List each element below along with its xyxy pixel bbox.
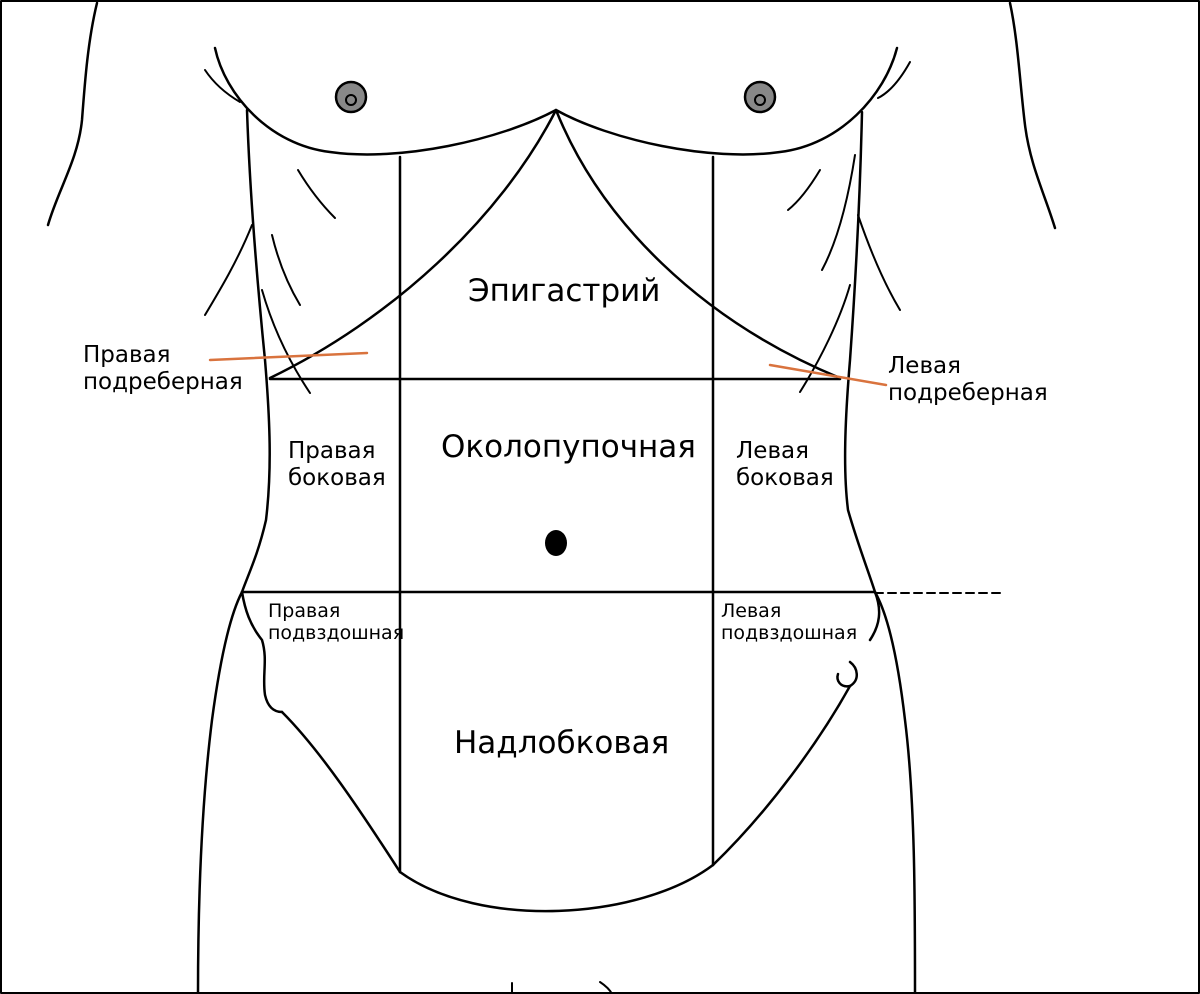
right-rib-line-1: [297, 169, 336, 219]
left-rib-line-1: [787, 169, 821, 211]
right-hypochondriac-label-line1: Правая: [83, 342, 171, 368]
right-hypochondriac-label: Правая подреберная: [83, 342, 243, 396]
bottom-mark-right: [599, 981, 613, 994]
right-rib-line-2: [271, 234, 301, 306]
epigastric-label: Эпигастрий: [468, 273, 661, 309]
right-hypochondriac-label-line2: подреберная: [83, 368, 243, 395]
right-armpit-fold: [204, 69, 241, 103]
left-hip-notch: [836, 660, 858, 688]
left-nipple-center: [754, 94, 766, 106]
right-iliac-label-line1: Правая: [268, 600, 341, 622]
hypogastric-label: Надлобковая: [454, 725, 670, 761]
right-iliac-label-line2: подвздошная: [268, 622, 405, 645]
right-flank-line: [204, 224, 253, 316]
left-hypochondriac-label-line1: Левая: [888, 353, 961, 379]
left-lateral-label-line1: Левая: [736, 438, 809, 464]
left-flank-line: [857, 214, 901, 311]
right-nipple-center: [345, 94, 357, 106]
left-nipple: [743, 80, 777, 114]
right-rib-line-3: [261, 289, 311, 394]
right-iliac-crest: [240, 590, 284, 714]
left-iliac-label-line2: подвздошная: [721, 622, 858, 645]
navel: [545, 530, 567, 556]
left-torso-outline: [843, 110, 917, 994]
lower-abdomen-curve: [398, 863, 715, 913]
right-lateral-label-line1: Правая: [288, 438, 376, 464]
left-rib-line-2: [821, 154, 856, 271]
right-arm-outline: [46, 1, 99, 227]
left-hypochondriac-pointer: [768, 363, 888, 387]
left-armpit-fold: [877, 61, 911, 99]
right-hypochondriac-pointer: [208, 351, 369, 362]
left-arm-outline: [1008, 1, 1057, 230]
left-hypochondriac-label: Левая подреберная: [888, 353, 1048, 407]
umbilical-label: Околопупочная: [441, 429, 696, 465]
right-groin-line: [280, 710, 402, 874]
right-torso-outline: [196, 108, 271, 994]
right-lateral-label-line2: боковая: [288, 464, 386, 491]
right-iliac-label: Правая подвздошная: [268, 600, 404, 644]
right-nipple: [334, 80, 368, 114]
left-rib-line-3: [799, 284, 851, 393]
left-iliac-crest: [868, 590, 881, 642]
left-iliac-label: Левая подвздошная: [721, 600, 857, 644]
costal-arch: [268, 108, 842, 380]
left-lateral-label: Левая боковая: [736, 438, 834, 492]
left-iliac-label-line1: Левая: [721, 600, 782, 622]
left-hypochondriac-label-line2: подреберная: [888, 379, 1048, 406]
left-lateral-label-line2: боковая: [736, 464, 834, 491]
right-lateral-label: Правая боковая: [288, 438, 386, 492]
left-groin-line: [711, 684, 852, 867]
chest-outline: [213, 46, 899, 156]
